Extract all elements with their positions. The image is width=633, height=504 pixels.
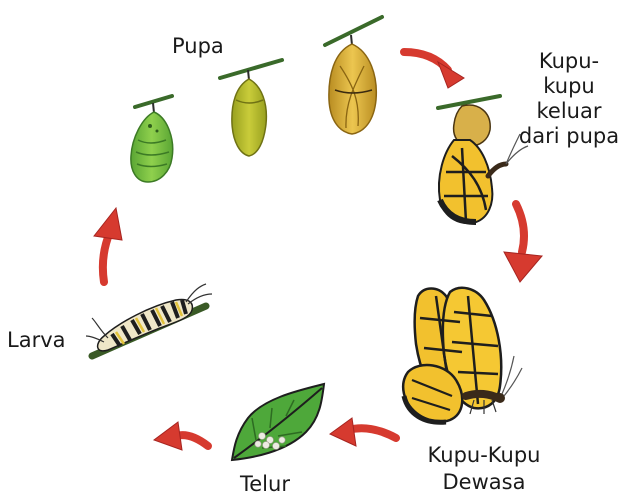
arrow-to-pupa <box>94 208 122 282</box>
arrow-to-egg <box>330 418 396 446</box>
pupa-gold-icon <box>325 17 382 134</box>
pupa-olive-icon <box>220 60 282 156</box>
emerging-label-line: dari pupa <box>505 124 633 149</box>
arrow-to-adult <box>504 204 542 282</box>
arrow-to-emerging <box>404 52 464 88</box>
arrow-to-larva <box>154 422 208 450</box>
adult-label-line: Dewasa <box>404 469 564 496</box>
pupa-label: Pupa <box>172 33 224 59</box>
pupa-green-icon <box>131 96 173 182</box>
larva-icon <box>86 284 212 356</box>
emerging-label-line: Kupu- <box>505 49 633 74</box>
adult-butterfly-icon <box>403 288 522 422</box>
emerging-label: Kupu- kupu keluar dari pupa <box>505 49 633 149</box>
egg-leaf-icon <box>232 384 324 460</box>
adult-label-line: Kupu-Kupu <box>404 442 564 469</box>
larva-label: Larva <box>7 327 66 353</box>
emerging-label-line: kupu <box>505 74 633 99</box>
egg-label: Telur <box>240 471 290 497</box>
emerging-label-line: keluar <box>505 99 633 124</box>
adult-label: Kupu-Kupu Dewasa <box>404 442 564 496</box>
